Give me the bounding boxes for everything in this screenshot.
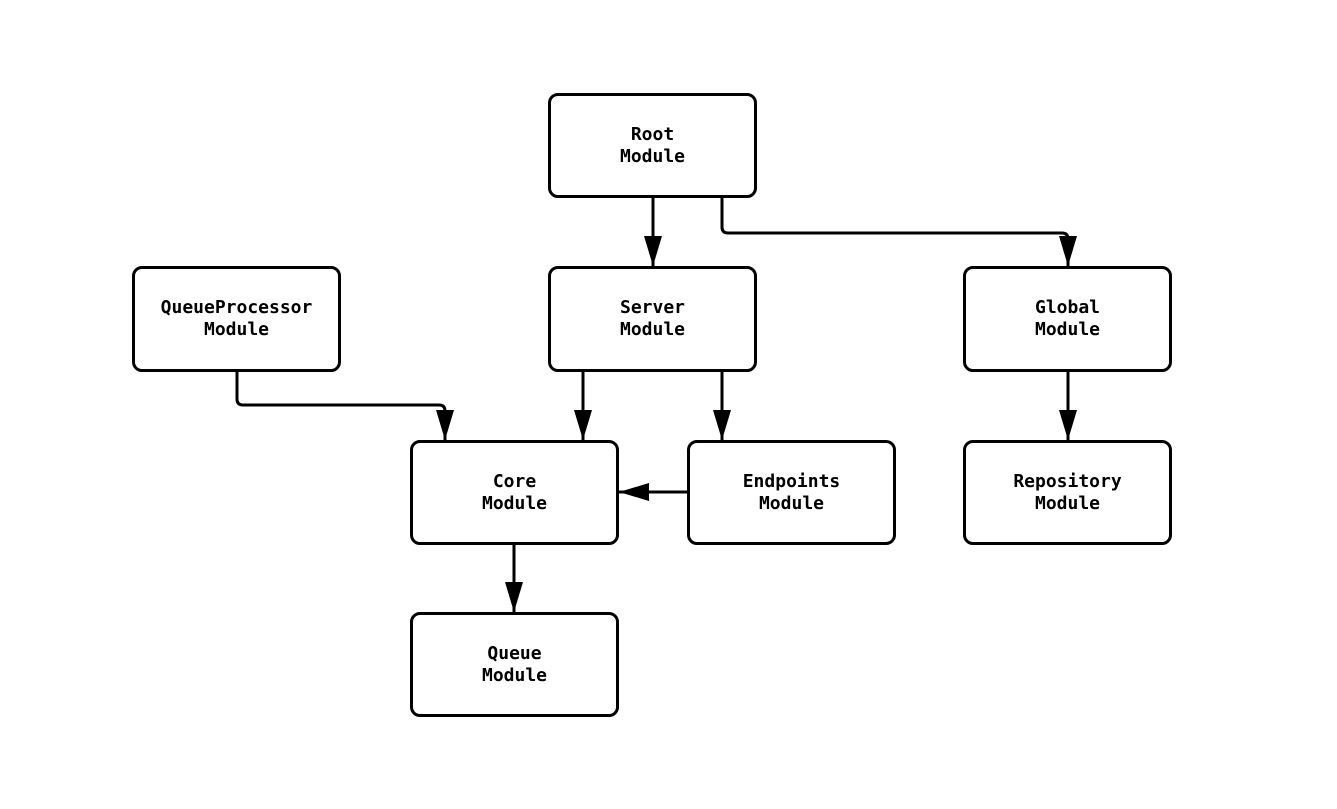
node-queue-module: Queue Module bbox=[410, 612, 619, 717]
node-queueprocessor-module-label: QueueProcessor Module bbox=[160, 297, 313, 340]
node-queueprocessor-module: QueueProcessor Module bbox=[132, 266, 341, 372]
node-repository-module-label: Repository Module bbox=[1013, 470, 1122, 514]
node-root-module-label: Root Module bbox=[619, 123, 686, 167]
node-repository-module: Repository Module bbox=[963, 440, 1172, 545]
edge-queueprocessor-to-core bbox=[235, 372, 454, 440]
node-server-module: Server Module bbox=[548, 266, 757, 372]
node-global-module-label: Global Module bbox=[1034, 297, 1101, 340]
node-queue-module-label: Queue Module bbox=[481, 642, 548, 686]
node-global-module: Global Module bbox=[963, 266, 1172, 372]
node-root-module: Root Module bbox=[548, 93, 757, 198]
node-server-module-label: Server Module bbox=[619, 297, 686, 340]
node-core-module: Core Module bbox=[410, 440, 619, 545]
node-endpoints-module: Endpoints Module bbox=[687, 440, 896, 545]
node-core-module-label: Core Module bbox=[481, 470, 548, 514]
node-endpoints-module-label: Endpoints Module bbox=[742, 470, 841, 514]
edge-root-to-global bbox=[720, 198, 1077, 266]
